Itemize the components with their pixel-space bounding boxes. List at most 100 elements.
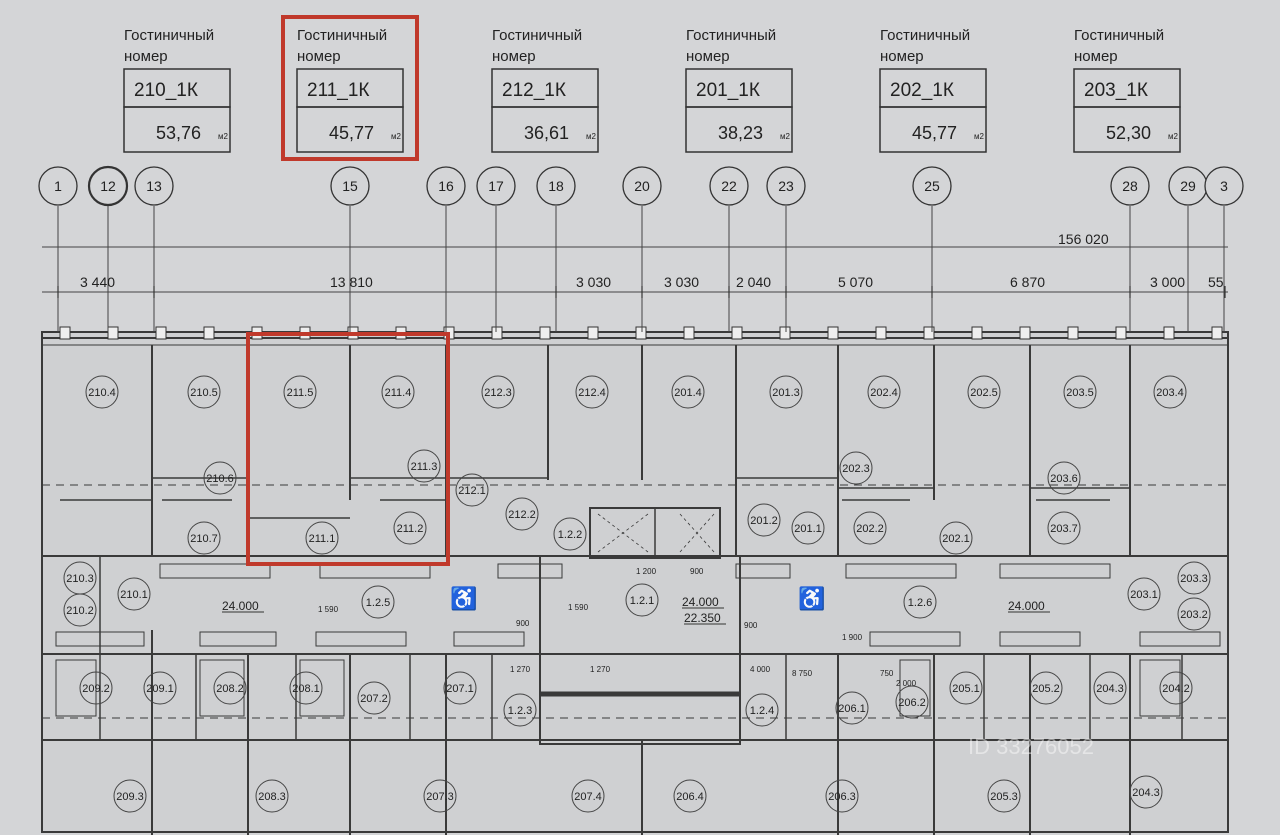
- accessible-wc-icons: ♿ ♿: [450, 586, 825, 611]
- room-card-unit: м2: [780, 132, 791, 141]
- room-card-heading: Гостиничный: [686, 27, 776, 44]
- room-card-heading: номер: [297, 48, 341, 65]
- room-label: 211.2: [397, 523, 424, 535]
- room-label: 203.2: [1180, 609, 1208, 621]
- level-mark: 24.000: [222, 599, 259, 613]
- dimension-segment: 3 030: [664, 274, 699, 290]
- room-card-heading: Гостиничный: [1074, 27, 1164, 44]
- grid-axis-bubble: 12: [100, 178, 116, 194]
- dimension-segment: 2 040: [736, 274, 771, 290]
- watermark: ID 33276052: [968, 734, 1094, 759]
- grid-axis-bubble: 3: [1220, 178, 1228, 194]
- wheelchair-icon: ♿: [798, 586, 825, 611]
- small-dimension: 1 590: [568, 603, 589, 612]
- grid-axis-bubble: 17: [488, 178, 504, 194]
- dimension-segment: 3 000: [1150, 274, 1185, 290]
- room-label: 203.3: [1180, 573, 1208, 585]
- highlight-room-211-plan: [246, 332, 450, 566]
- room-label: 202.1: [942, 533, 970, 545]
- level-mark: 24.000: [682, 595, 719, 609]
- room-card-unit: м2: [218, 132, 229, 141]
- room-card-unit: м2: [586, 132, 597, 141]
- dimension-overall: 156 020: [1058, 231, 1109, 247]
- room-card-heading: номер: [124, 48, 168, 65]
- room-label: 209.3: [116, 791, 144, 803]
- room-label: 201.4: [674, 387, 702, 399]
- room-card-unit: м2: [391, 132, 402, 141]
- grid-axis-bubble: 15: [342, 178, 358, 194]
- room-label: 204.3: [1096, 683, 1124, 695]
- small-dimension: 900: [690, 567, 704, 576]
- room-label: 210.7: [190, 533, 218, 545]
- room-card-code: 201_1К: [696, 80, 760, 101]
- small-dimension: 1 270: [590, 665, 611, 674]
- room-label: 212.4: [578, 387, 606, 399]
- grid-axis-bubble: 28: [1122, 178, 1138, 194]
- dimension-segment: 13 810: [330, 274, 373, 290]
- room-label: 207.3: [426, 791, 454, 803]
- room-label: 207.4: [574, 791, 602, 803]
- room-card-code: 211_1К: [307, 80, 370, 101]
- room-card-area: 45,77: [912, 123, 957, 143]
- room-card-unit: м2: [1168, 132, 1179, 141]
- room-label: 1.2.2: [558, 529, 582, 541]
- room-label: 203.4: [1156, 387, 1184, 399]
- room-label: 210.4: [88, 387, 116, 399]
- small-dimension: 8 750: [792, 669, 813, 678]
- room-label: 204.2: [1162, 683, 1190, 695]
- room-card-heading: номер: [1074, 48, 1118, 65]
- room-label: 201.3: [772, 387, 800, 399]
- room-label: 203.6: [1050, 473, 1078, 485]
- small-dimension: 1 270: [510, 665, 531, 674]
- room-label: 1.2.6: [908, 597, 932, 609]
- small-dimension: 750: [880, 669, 894, 678]
- room-label: 205.2: [1032, 683, 1060, 695]
- room-label: 208.2: [216, 683, 244, 695]
- room-label: 203.1: [1130, 589, 1158, 601]
- room-label: 210.2: [66, 605, 94, 617]
- room-card-heading: Гостиничный: [880, 27, 970, 44]
- room-label: 202.4: [870, 387, 898, 399]
- small-dimension: 1 900: [842, 633, 863, 642]
- room-card-code: 203_1К: [1084, 80, 1148, 101]
- room-card-area: 36,61: [524, 123, 569, 143]
- room-label: 1.2.5: [366, 597, 390, 609]
- room-label: 212.2: [508, 509, 536, 521]
- room-label: 207.1: [446, 683, 474, 695]
- grid-axis-bubble: 22: [721, 178, 737, 194]
- room-label: 1.2.4: [750, 705, 774, 717]
- room-label: 208.3: [258, 791, 286, 803]
- room-label: 210.1: [120, 589, 148, 601]
- dimension-segment: 55: [1208, 274, 1224, 290]
- small-dimension: 4 000: [750, 665, 771, 674]
- dimension-segment: 3 440: [80, 274, 115, 290]
- room-card-area: 53,76: [156, 123, 201, 143]
- grid-axis-bubble: 25: [924, 178, 940, 194]
- room-label: 203.5: [1066, 387, 1094, 399]
- room-label: 209.1: [146, 683, 174, 695]
- level-mark: 24.000: [1008, 599, 1045, 613]
- room-label: 202.5: [970, 387, 998, 399]
- room-label: 212.3: [484, 387, 512, 399]
- small-dimension: 1 590: [318, 605, 339, 614]
- room-label: 201.2: [750, 515, 778, 527]
- room-label: 211.4: [385, 387, 412, 399]
- room-label: 1.2.3: [508, 705, 532, 717]
- room-card-area: 38,23: [718, 123, 763, 143]
- building-structure: [41, 331, 1229, 835]
- room-label: 210.3: [66, 573, 94, 585]
- grid-axis-bubble: 23: [778, 178, 794, 194]
